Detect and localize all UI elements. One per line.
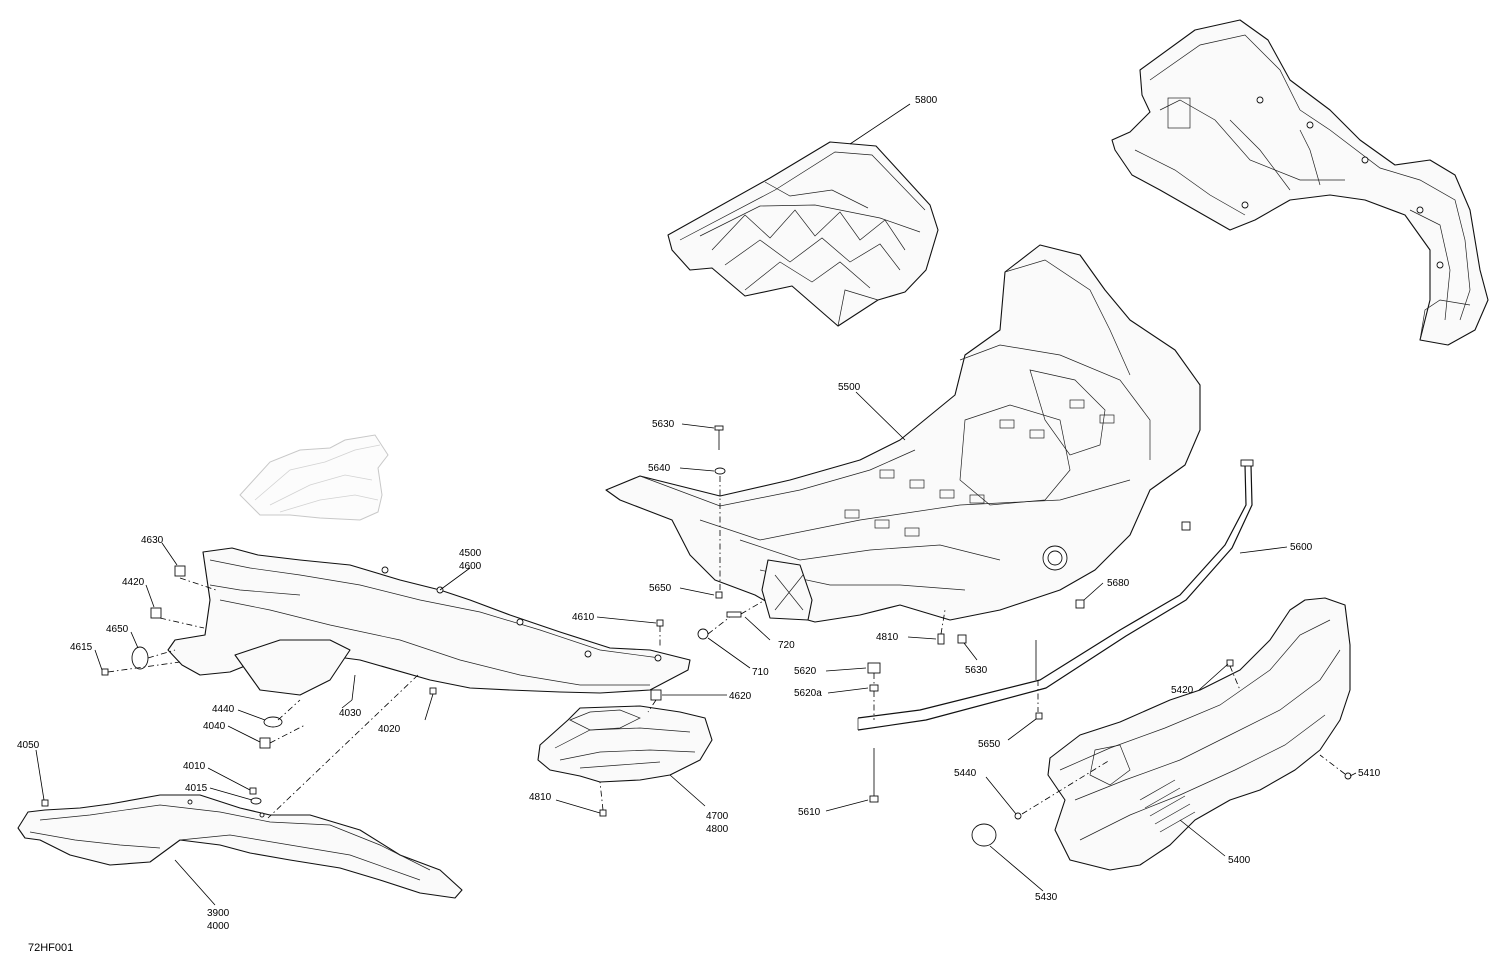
callout-4620: 4620 <box>729 691 752 702</box>
callout-4440: 4440 <box>212 704 235 715</box>
figure-id: 72HF001 <box>28 942 73 954</box>
callout-5620: 5620 <box>794 666 817 677</box>
callout-5400: 5400 <box>1228 855 1251 866</box>
callout-5620a: 5620a <box>794 688 822 699</box>
callout-5430: 5430 <box>1035 892 1058 903</box>
callout-4040: 4040 <box>203 721 226 732</box>
part-5600-side-rail <box>857 459 1254 731</box>
callout-4050: 4050 <box>17 740 40 751</box>
callout-5630: 5630 <box>652 419 675 430</box>
callout-4630: 4630 <box>141 535 164 546</box>
part-4500-side-panel <box>167 547 691 696</box>
callout-4500: 4500 <box>459 548 482 559</box>
callout-labels: 5800 5500 5630 5640 5650 720 710 5680 48… <box>17 95 1381 932</box>
callout-4700: 4700 <box>706 811 729 822</box>
callout-5440: 5440 <box>954 768 977 779</box>
callout-4000: 4000 <box>207 921 230 932</box>
callout-5410: 5410 <box>1358 768 1381 779</box>
leader-lines <box>35 103 1357 906</box>
part-5500-body-tub <box>605 244 1201 623</box>
callout-4810: 4810 <box>529 792 552 803</box>
callout-5650: 5650 <box>978 739 1001 750</box>
callout-4015: 4015 <box>185 783 208 794</box>
callout-4020: 4020 <box>378 724 401 735</box>
callout-4810: 4810 <box>876 632 899 643</box>
callout-710: 710 <box>752 667 769 678</box>
part-5800-rear-panel <box>667 141 939 327</box>
callout-5650: 5650 <box>649 583 672 594</box>
part-4700-skid-plate <box>537 705 713 783</box>
callout-5640: 5640 <box>648 463 671 474</box>
callout-5630: 5630 <box>965 665 988 676</box>
callout-4610: 4610 <box>572 612 595 623</box>
part-rear-fender-frame <box>1111 19 1489 346</box>
callout-5800: 5800 <box>915 95 938 106</box>
callout-5610: 5610 <box>798 807 821 818</box>
callout-4615: 4615 <box>70 642 93 653</box>
callout-4010: 4010 <box>183 761 206 772</box>
callout-4030: 4030 <box>339 708 362 719</box>
assembly-lines <box>107 476 1346 819</box>
callout-4800: 4800 <box>706 824 729 835</box>
callout-5680: 5680 <box>1107 578 1130 589</box>
part-5400-front-fender <box>1047 597 1351 871</box>
callout-5420: 5420 <box>1171 685 1194 696</box>
callout-5600: 5600 <box>1290 542 1313 553</box>
part-3900-rocker-guard <box>17 794 463 899</box>
callout-4650: 4650 <box>106 624 129 635</box>
ghost-reference-panel <box>239 434 389 521</box>
callout-3900: 3900 <box>207 908 230 919</box>
callout-5500: 5500 <box>838 382 861 393</box>
callout-720: 720 <box>778 640 795 651</box>
callout-4600: 4600 <box>459 561 482 572</box>
callout-4420: 4420 <box>122 577 145 588</box>
